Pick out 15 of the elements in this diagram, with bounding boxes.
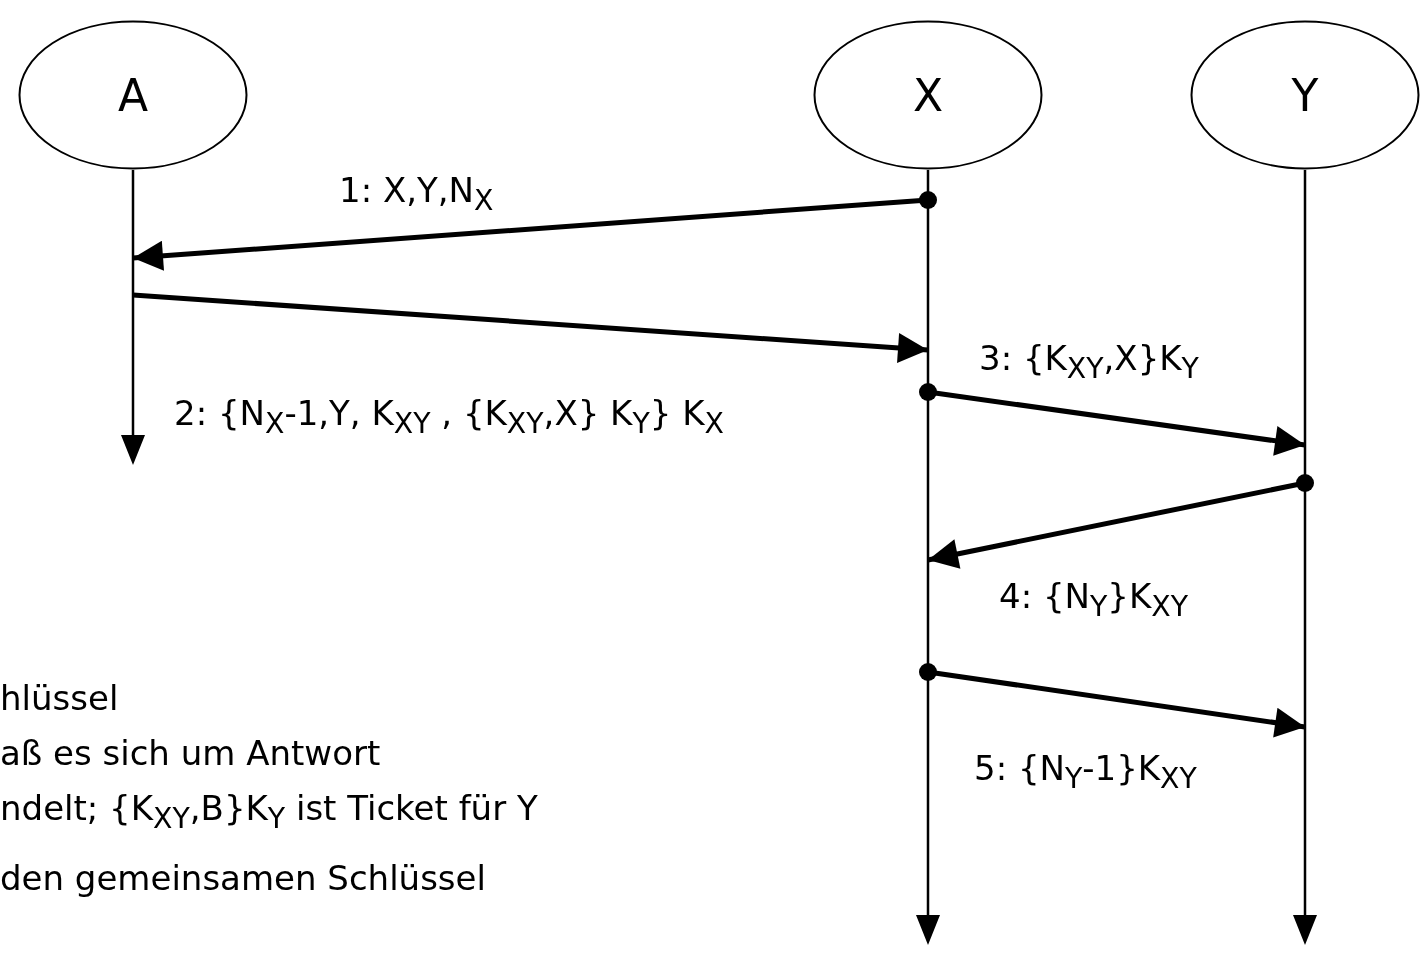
message-arrow xyxy=(132,191,937,271)
message-arrow xyxy=(919,663,1306,738)
note-text: ndelt; {K$_{XY}$,B}K$_{Y}$ ist Ticket für Y xyxy=(0,790,538,834)
lifeline-arrow xyxy=(121,170,145,465)
lifeline-arrow xyxy=(1293,170,1317,945)
actor-ellipse: A xyxy=(18,20,248,170)
actor-ellipse: X xyxy=(813,20,1043,170)
message-arrow xyxy=(132,292,929,363)
note-text: hlüssel xyxy=(0,680,119,718)
message-arrow xyxy=(927,474,1314,569)
message-arrow xyxy=(919,383,1306,456)
actor-ellipse: Y xyxy=(1190,20,1420,170)
note-text: den gemeinsamen Schlüssel xyxy=(0,860,486,898)
lifeline-arrow xyxy=(916,170,940,945)
note-text: aß es sich um Antwort xyxy=(0,735,381,773)
